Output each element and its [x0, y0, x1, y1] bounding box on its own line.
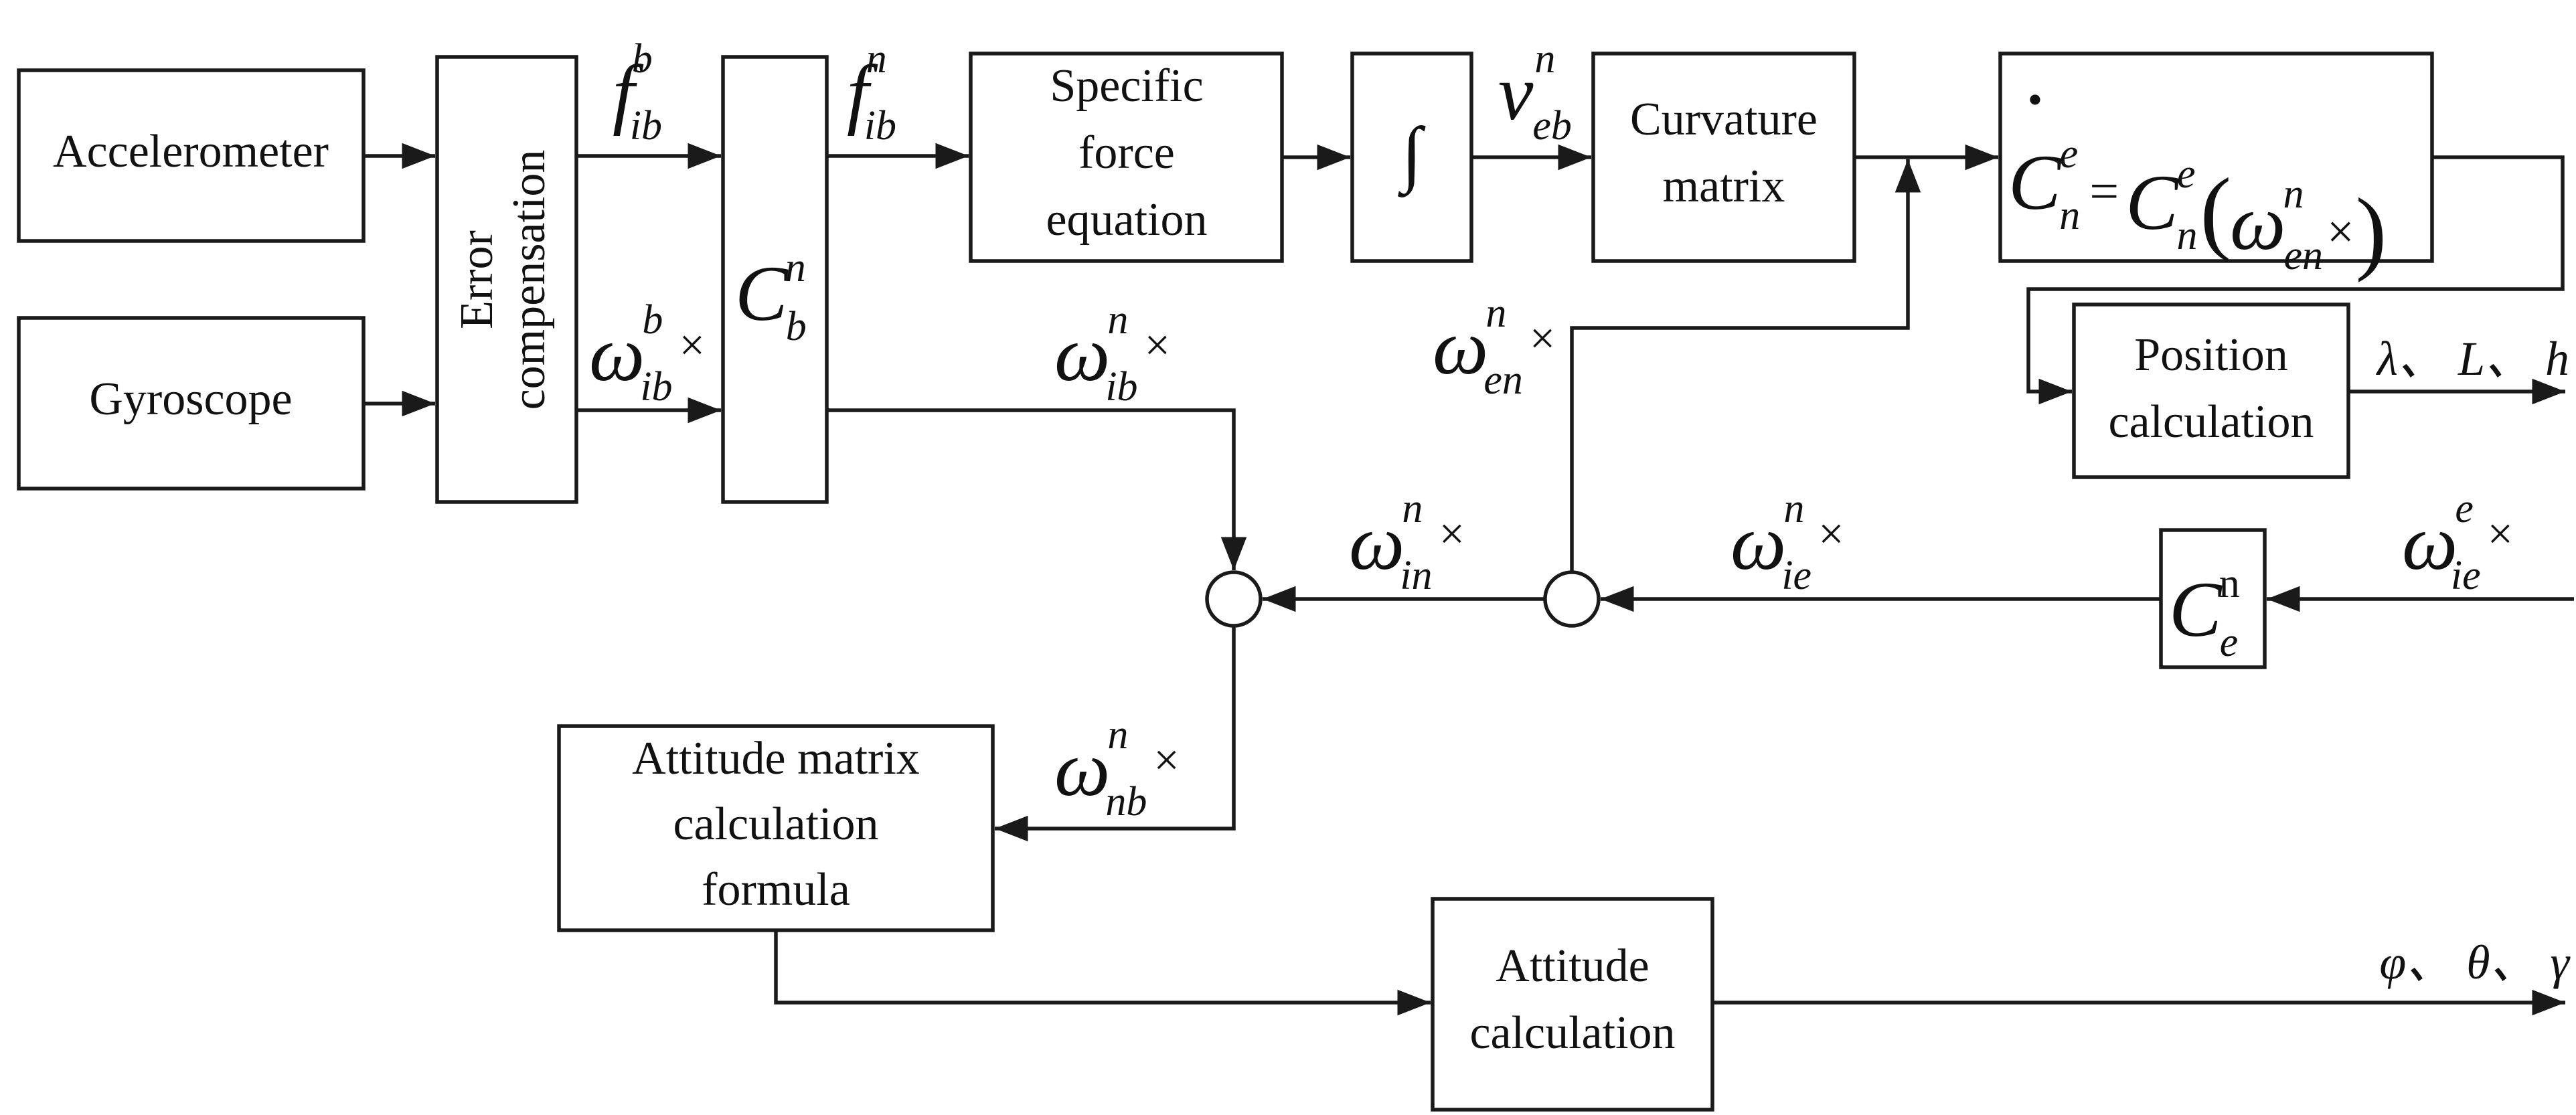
attitude-calc-label-1: Attitude	[1496, 940, 1649, 992]
summing-node-right	[1543, 570, 1601, 628]
summing-node-left	[1205, 570, 1263, 628]
dot-icon: •	[2028, 76, 2042, 123]
attitude-matrix-label-3: formula	[702, 864, 850, 916]
error-compensation-label-2: compensation	[503, 150, 555, 410]
wn-en-feed-arrow	[1570, 159, 1921, 572]
specific-force-label-3: equation	[1046, 194, 1207, 246]
gyroscope-label: Gyroscope	[89, 373, 292, 425]
specific-force-label-1: Specific	[1050, 60, 1203, 112]
attitude-matrix-to-attitude-calc-arrow	[774, 930, 1431, 1016]
curvature-label-1: Curvature	[1630, 94, 1818, 145]
curvature-label-2: matrix	[1663, 161, 1785, 212]
error-compensation-block: Error compensation	[435, 55, 578, 504]
position-label-1: Position	[2134, 329, 2288, 381]
wn-ib-feed-arrow	[827, 408, 1247, 570]
attitude-calculation-block: Attitude calculation	[1431, 897, 1714, 1112]
error-compensation-label-1: Error	[451, 230, 503, 329]
attitude-matrix-calculation-block: Attitude matrix calculation formula	[557, 724, 995, 932]
wn-nb-arrow	[995, 626, 1236, 842]
attitude-outputs-label: φ、 θ、 γ	[2379, 936, 2570, 989]
attitude-calc-label-2: calculation	[1469, 1007, 1675, 1059]
accelerometer-label: Accelerometer	[53, 126, 329, 177]
position-outputs-label: λ、 L、 h	[2376, 332, 2569, 385]
specific-force-label-2: force	[1078, 127, 1175, 179]
equation-to-position-arrow	[2026, 155, 2565, 405]
accelerometer-block: Accelerometer	[17, 68, 366, 243]
position-label-2: calculation	[2108, 396, 2314, 448]
curvature-matrix-block: Curvature matrix	[1591, 52, 1856, 263]
attitude-matrix-label-2: calculation	[673, 798, 878, 850]
specific-force-equation-block: Specific force equation	[969, 52, 1284, 263]
gyroscope-block: Gyroscope	[17, 316, 366, 491]
integrator-block: ∫	[1350, 52, 1473, 263]
position-calculation-block: Position calculation	[2072, 303, 2350, 479]
attitude-matrix-label-1: Attitude matrix	[632, 733, 920, 784]
integral-icon: ∫	[1398, 112, 1426, 197]
